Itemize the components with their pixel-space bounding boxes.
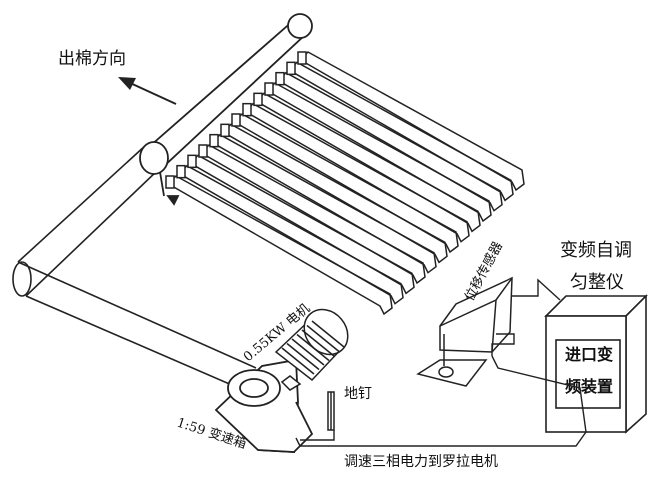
roller-arm: [257, 92, 481, 233]
roller-arm: [301, 51, 525, 192]
roller-arm-bracket: [297, 51, 307, 65]
roller-arm-bracket: [220, 123, 230, 138]
motor-fin: [281, 347, 315, 375]
roller-arm-bracket: [242, 102, 252, 117]
roller-arm-bracket: [286, 61, 296, 76]
ground-nail: [327, 391, 335, 431]
roller-arm-bracket: [231, 113, 241, 127]
vfd-cabinet: [544, 294, 648, 434]
motor-fin: [306, 324, 340, 353]
roller-arm: [246, 102, 470, 243]
roller-arm: [202, 144, 426, 285]
top-roller: [139, 13, 313, 206]
conveyor-belt: [12, 144, 257, 393]
motor-fin: [291, 338, 325, 366]
roller-arm: [180, 164, 404, 305]
roller-arm: [279, 71, 503, 212]
gearbox: [214, 358, 314, 453]
roller-arm-bracket: [275, 71, 285, 86]
ground-nail-label: 地钉: [344, 386, 372, 402]
vfd-device-label-2: 频装置: [565, 377, 613, 396]
roller-arm-bracket: [264, 82, 274, 96]
roller-arm-bracket: [209, 133, 219, 148]
roller-arm-bracket: [176, 164, 186, 179]
roller-arm: [235, 113, 459, 254]
roller-arm: [213, 133, 437, 274]
motor: [274, 308, 349, 391]
wiring: [295, 278, 587, 447]
roller-arm-group: [165, 51, 525, 316]
vfd-device-label-1: 进口变: [565, 345, 613, 364]
displacement-sensor: [416, 276, 513, 387]
output-direction-label: 出棉方向: [58, 49, 126, 69]
roller-arm-bracket: [198, 144, 208, 158]
motor-fin: [286, 342, 320, 371]
roller-arm: [268, 82, 492, 223]
roller-arm-bracket: [165, 175, 175, 189]
roller-arm-bracket: [253, 92, 263, 107]
output-direction-arrow: [118, 77, 177, 105]
roller-arm-bracket: [187, 154, 197, 169]
motor-fin: [296, 333, 330, 362]
vfd-self-adjust-label-1: 变频自调: [560, 240, 632, 261]
motor-fin: [311, 320, 345, 348]
roller-arm: [191, 154, 415, 295]
roller-arm: [290, 61, 514, 202]
motor-fin: [301, 329, 335, 357]
roller-arm: [224, 123, 448, 264]
roller-arm: [169, 175, 393, 316]
vfd-self-adjust-label-2: 匀整仪: [570, 272, 624, 293]
power-line-label: 调速三相电力到罗拉电机: [344, 454, 498, 470]
